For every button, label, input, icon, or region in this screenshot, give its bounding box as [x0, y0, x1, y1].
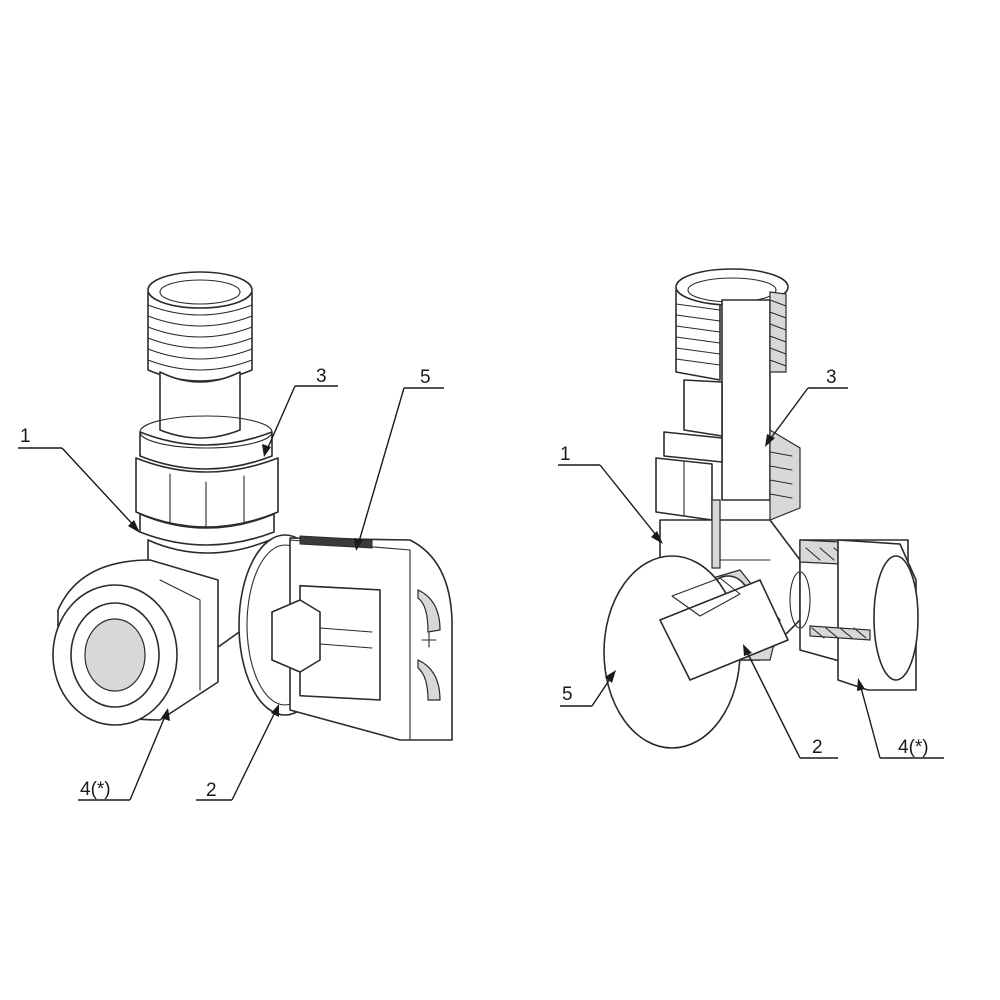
left-callout-1: 1 [20, 426, 31, 447]
left-hex-nut [135, 457, 279, 539]
left-callout-2: 2 [206, 780, 217, 801]
right-callout-4: 4(*) [898, 737, 929, 758]
right-callout-1: 1 [560, 444, 571, 465]
right-side-outlet [789, 539, 919, 691]
left-neck [159, 371, 241, 439]
left-collar [139, 513, 275, 546]
right-neck [683, 379, 723, 437]
left-callout-5: 5 [420, 367, 431, 388]
right-threaded-nipple [675, 268, 789, 501]
left-valve-exterior [52, 271, 453, 741]
left-ring [139, 431, 273, 470]
left-compression-nut [52, 559, 219, 726]
left-threaded-nipple [147, 271, 253, 382]
right-leaders [558, 387, 944, 759]
right-callout-3: 3 [826, 367, 837, 388]
right-callout-5: 5 [562, 684, 573, 705]
left-callout-3: 3 [316, 366, 327, 387]
right-callout-2: 2 [812, 737, 823, 758]
left-callout-4: 4(*) [80, 779, 111, 800]
left-leaders [18, 385, 444, 801]
left-cap-assembly [238, 534, 453, 741]
right-valve-cutaway [603, 268, 919, 749]
